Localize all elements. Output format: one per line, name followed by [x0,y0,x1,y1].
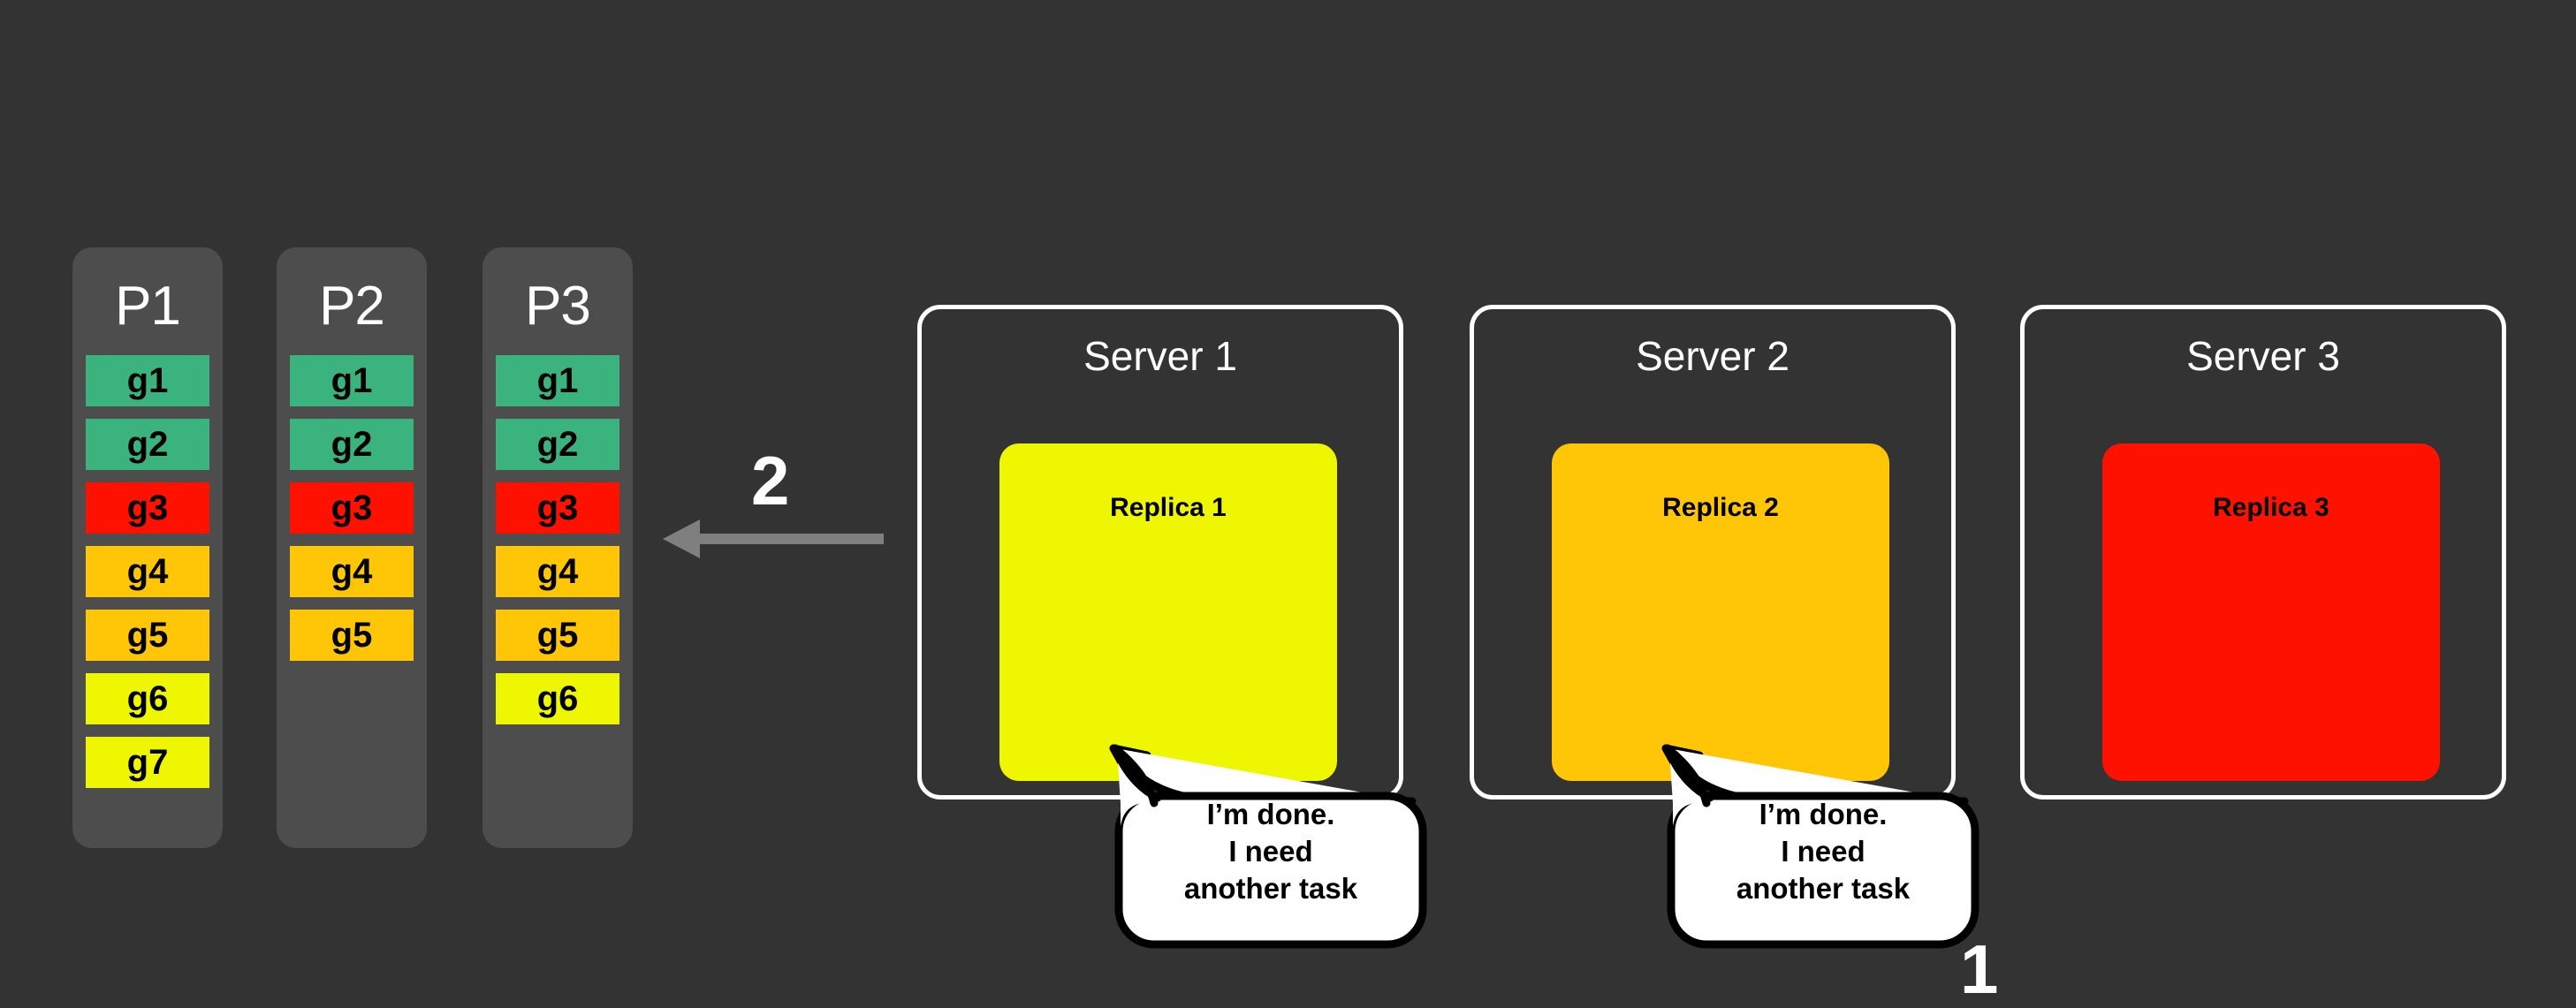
reassign-arrow [663,512,884,565]
task-slot[interactable]: g6 [86,673,209,724]
partition-slot-stack: g1 g2 g3 g4 g5 g6 [483,355,633,737]
task-slot[interactable]: g3 [86,482,209,534]
server-title: Server 1 [1083,333,1237,379]
task-slot[interactable]: g6 [496,673,619,724]
partition-slot-stack: g1 g2 g3 g4 g5 [277,355,427,673]
task-slot[interactable]: g2 [86,419,209,470]
task-slot[interactable]: g3 [496,482,619,534]
partition-title: P3 [525,276,591,337]
partition-title: P1 [115,276,181,337]
speech-bubble-text: I’m done. I need another task [1183,798,1358,906]
task-slot[interactable]: g1 [496,355,619,406]
server-title: Server 2 [1636,333,1790,379]
task-slot[interactable]: g4 [86,546,209,597]
speech-bubble-text: I’m done. I need another task [1736,798,1911,906]
task-slot[interactable]: g5 [290,610,414,661]
server-1[interactable]: Server 1 Replica 1 [917,305,1403,800]
task-slot[interactable]: g2 [290,419,414,470]
arrow-icon [663,519,884,558]
speech-bubble-server-2: I’m done. I need another task [1661,744,1982,950]
task-slot[interactable]: g5 [496,610,619,661]
partition-slot-stack: g1 g2 g3 g4 g5 g6 g7 [72,355,223,800]
task-slot[interactable]: g2 [496,419,619,470]
task-slot[interactable]: g1 [290,355,414,406]
speech-bubble-shape [1109,744,1427,949]
task-slot[interactable]: g4 [496,546,619,597]
task-slot[interactable]: g3 [290,482,414,534]
partition-p2[interactable]: P2 g1 g2 g3 g4 g5 [277,247,427,848]
step-1-label: 1 [1960,930,1999,1008]
task-slot[interactable]: g5 [86,610,209,661]
replica-2[interactable]: Replica 2 [1552,443,1889,781]
replica-3[interactable]: Replica 3 [2102,443,2440,781]
partition-title: P2 [319,276,385,337]
task-slot[interactable]: g4 [290,546,414,597]
server-title: Server 3 [2186,333,2340,379]
server-3[interactable]: Server 3 Replica 3 [2020,305,2506,800]
speech-bubble-server-1: I’m done. I need another task [1109,744,1430,950]
partition-p1[interactable]: P1 g1 g2 g3 g4 g5 g6 g7 [72,247,223,848]
partition-p3[interactable]: P3 g1 g2 g3 g4 g5 g6 [483,247,633,848]
task-slot[interactable]: g7 [86,737,209,788]
task-slot[interactable]: g1 [86,355,209,406]
speech-bubble-shape [1661,744,1979,949]
step-2-label: 2 [751,442,790,519]
replica-1[interactable]: Replica 1 [999,443,1337,781]
server-2[interactable]: Server 2 Replica 2 [1470,305,1956,800]
